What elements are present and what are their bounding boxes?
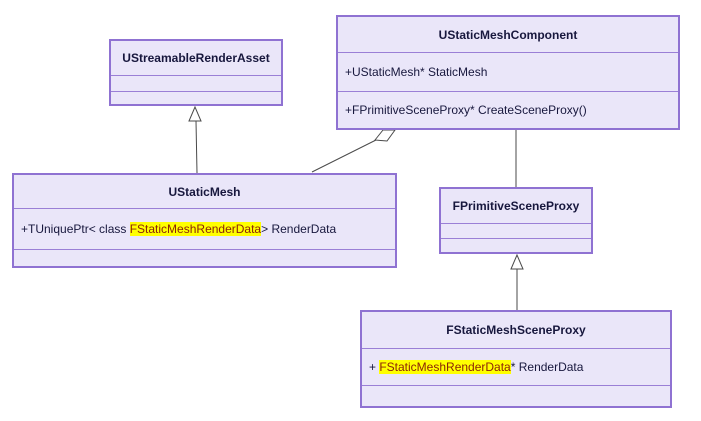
attributes-compartment-empty [111, 76, 281, 92]
highlighted-type-text: FStaticMeshRenderData [129, 222, 262, 236]
methods-compartment-empty [14, 250, 395, 266]
class-box-ustreamablerenderasset[interactable]: UStreamableRenderAsset [109, 39, 283, 106]
class-title: UStaticMesh [14, 175, 395, 209]
inheritance-triangle-icon [188, 105, 202, 122]
method-text: +FPrimitiveSceneProxy* CreateSceneProxy(… [345, 103, 587, 117]
inheritance-edge-staticmesh-to-streamable [188, 105, 202, 174]
class-title: UStreamableRenderAsset [111, 41, 281, 76]
class-title: UStaticMeshComponent [338, 17, 678, 53]
class-box-fstaticmeshsceneproxy[interactable]: FStaticMeshSceneProxy + FStaticMeshRende… [360, 310, 672, 408]
attribute-text-pre: + [369, 360, 380, 374]
attribute-row: +TUniquePtr< class FStaticMeshRenderData… [14, 209, 395, 250]
attributes-compartment-empty [441, 224, 591, 239]
inheritance-edge-meshproxy-to-primproxy [510, 253, 524, 310]
class-box-ustaticmesh[interactable]: UStaticMesh +TUniquePtr< class FStaticMe… [12, 173, 397, 268]
attribute-text-post: > RenderData [261, 222, 337, 236]
attribute-row: +UStaticMesh* StaticMesh [338, 53, 678, 92]
methods-compartment-empty [111, 92, 281, 104]
attribute-text-pre: +TUniquePtr< class [21, 222, 130, 236]
class-box-ustaticmeshcomponent[interactable]: UStaticMeshComponent +UStaticMesh* Stati… [336, 15, 680, 130]
methods-compartment-empty [362, 386, 670, 406]
attribute-text-post: * RenderData [510, 360, 584, 374]
aggregation-diamond-icon [374, 129, 396, 142]
aggregation-edge-component-to-staticmesh [311, 129, 396, 173]
class-title: FStaticMeshSceneProxy [362, 312, 670, 349]
attribute-row: + FStaticMeshRenderData* RenderData [362, 349, 670, 386]
highlighted-type-text: FStaticMeshRenderData [379, 360, 511, 374]
class-title: FPrimitiveSceneProxy [441, 189, 591, 224]
attribute-text: +UStaticMesh* StaticMesh [345, 65, 488, 79]
inheritance-triangle-icon [510, 253, 524, 270]
class-box-fprimitivesceneproxy[interactable]: FPrimitiveSceneProxy [439, 187, 593, 254]
method-row: +FPrimitiveSceneProxy* CreateSceneProxy(… [338, 92, 678, 128]
methods-compartment-empty [441, 239, 591, 252]
